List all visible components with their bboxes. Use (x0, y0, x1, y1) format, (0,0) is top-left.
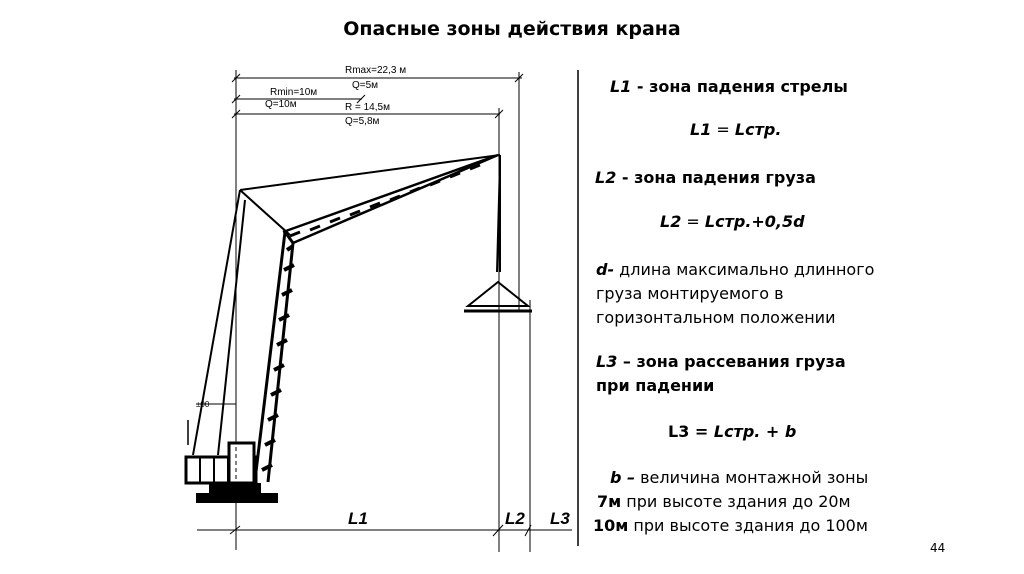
l2-label: L2 (505, 509, 525, 528)
crane (184, 153, 532, 505)
b-definition: b – величина монтажной зоны (610, 468, 868, 488)
l2-formula-a: L2 (660, 212, 682, 231)
d-head: d- (596, 260, 615, 279)
l2-formula-c: Lстр.+0,5d (704, 212, 805, 231)
l1-formula-b: = (711, 120, 735, 139)
b10-head: 10м (593, 516, 629, 535)
l2-formula-b: = (681, 212, 705, 231)
b7-line: 7м при высоте здания до 20м (597, 492, 851, 512)
l1-definition: L1 - зона падения стрелы (610, 77, 848, 97)
rmin-label: Rmin=10м (270, 87, 317, 98)
d-line3: горизонтальном положении (596, 308, 836, 327)
l2-head: L2 (595, 168, 617, 187)
drawing-labels: Rmax=22,3 м Q=5м Rmin=10м Q=10м R = 14,5… (196, 65, 570, 528)
q-rmax-label: Q=5м (352, 80, 378, 91)
l2-definition: L2 - зона падения груза (595, 168, 816, 188)
l3-formula: L3 = Lстр. + b (668, 422, 796, 442)
q-rmin-label: Q=10м (265, 99, 297, 110)
l3-desc2: при падении (596, 376, 715, 395)
l1-formula: L1 = Lстр. (690, 120, 781, 140)
rmax-label: Rmax=22,3 м (345, 65, 406, 76)
l3-definition: L3 – зона рассевания груза (596, 352, 846, 372)
b10-line: 10м при высоте здания до 100м (593, 516, 868, 536)
l3-formula-b: = Lстр. + b (689, 422, 797, 441)
slide-title: Опасные зоны действия крана (343, 18, 681, 40)
page-number: 44 (930, 541, 946, 555)
l2-formula: L2 = Lстр.+0,5d (660, 212, 805, 232)
b7-head: 7м (597, 492, 622, 511)
l1-formula-c: Lстр. (734, 120, 782, 139)
b10-desc: при высоте здания до 100м (628, 516, 868, 535)
q-r-label: Q=5,8м (345, 116, 380, 127)
level-mark: ±00 (196, 400, 210, 409)
l3-formula-a: L3 (668, 422, 690, 441)
l1-desc: - зона падения стрелы (631, 77, 848, 96)
l1-head: L1 (610, 77, 632, 96)
d-line2: груза монтируемого в (596, 284, 784, 303)
l1-formula-a: L1 (690, 120, 712, 139)
d-definition: d- длина максимально длинного (596, 260, 874, 280)
l3-desc: – зона рассевания груза (617, 352, 846, 371)
l2-desc: - зона падения груза (616, 168, 816, 187)
r-label: R = 14,5м (345, 102, 390, 113)
b-head: b – (610, 468, 636, 487)
l3-label: L3 (550, 509, 570, 528)
b7-desc: при высоте здания до 20м (621, 492, 851, 511)
l1-label: L1 (348, 509, 368, 528)
b-desc: величина монтажной зоны (635, 468, 869, 487)
l3-head: L3 (596, 352, 618, 371)
d-line1: длина максимально длинного (614, 260, 875, 279)
